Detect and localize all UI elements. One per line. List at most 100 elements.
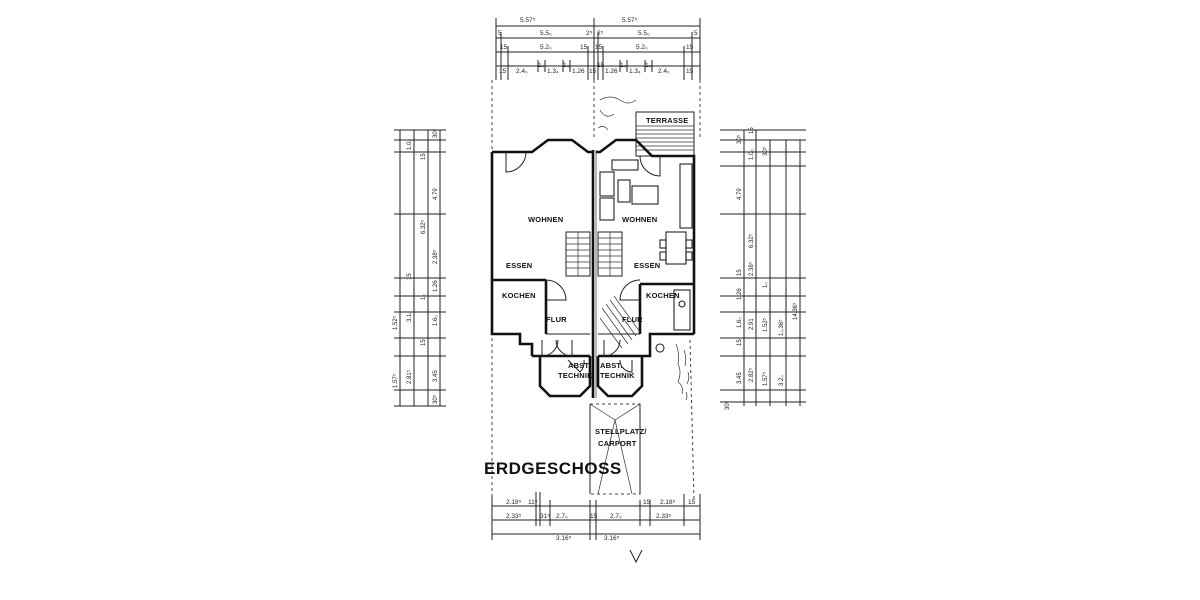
left-dim-7: 2.38⁵ [432, 249, 439, 264]
room-label-kochen-right: KOCHEN [646, 291, 680, 300]
right-dim-9: 1.26 [737, 288, 743, 300]
top-dimension-chains: 5.57⁵ 5.57⁵ 5 5.5₀ 2⁵ 2⁵ 5.5₀ 5 15 5.2₀ … [495, 17, 701, 80]
right-dim-12: 2.91 [749, 318, 755, 330]
doors [505, 151, 661, 373]
top-dim-2b: 5.5₀ [540, 30, 552, 37]
bottom-dim-3b: 3.16⁵ [604, 535, 620, 542]
right-dim-11: 1.6₀ [737, 317, 743, 328]
house-walls [490, 138, 696, 398]
room-label-carport: CARPORT [598, 439, 637, 448]
top-dim-3a: 15 [500, 44, 508, 51]
bottom-dim-2b: 31⁵ [540, 513, 550, 520]
top-dim-3d: 15 [595, 44, 603, 51]
top-dim-4j: 1₀ [620, 62, 627, 69]
left-dim-3: 15 [421, 153, 427, 160]
right-dim-17: 1.57⁵ [762, 371, 769, 386]
top-dim-4f: 1.26 [572, 68, 585, 75]
room-label-abst-left: ABST. [568, 361, 591, 370]
left-dimension-chains: 30⁵ 1.0₀ 15 4.79 6.32⁵ 15 2.38⁵ 1.26 1₀ … [392, 128, 446, 407]
top-dim-4a: 15 [499, 68, 507, 75]
top-dim-2d: 2⁵ [597, 30, 604, 37]
right-dim-21: 30⁵ [724, 400, 731, 410]
left-dim-9: 1₀ [421, 294, 427, 300]
left-dim-16: 1.57⁵ [392, 373, 399, 388]
top-dim-2a: 5 [498, 30, 502, 37]
left-dim-11: 3.1₀ [407, 311, 413, 322]
left-dim-12: 1.6₀ [433, 315, 439, 326]
bottom-dim-1b: 11⁵ [528, 499, 538, 506]
top-dim-3b: 5.2₀ [540, 44, 552, 51]
top-dim-4i: 1.26 [605, 68, 618, 75]
bottom-dim-1e: 15 [688, 499, 696, 506]
left-dim-8: 1.26 [433, 280, 439, 292]
right-dim-7: 15 [737, 269, 743, 276]
top-dim-4e: 1₀ [563, 62, 570, 69]
top-dim-4m: 2.4₀ [658, 68, 670, 75]
top-dim-4l: 1₀ [645, 62, 652, 69]
top-dim-4c: 1₀ [538, 62, 545, 69]
furniture [599, 159, 693, 353]
top-dim-3e: 5.2₀ [636, 44, 648, 51]
right-dim-6: 6.32⁵ [748, 233, 755, 248]
room-label-essen-left: ESSEN [506, 261, 532, 270]
left-dim-2: 1.0₀ [407, 139, 413, 150]
right-dim-14: 15 [737, 339, 743, 346]
top-dim-4b: 2.4₀ [516, 68, 528, 75]
room-label-wohnen-right: WOHNEN [622, 215, 657, 224]
right-dim-2: 15 [749, 127, 755, 134]
left-dim-14: 3.45 [433, 370, 439, 382]
right-dim-19: 14.36⁵ [792, 302, 799, 320]
room-label-kochen-left: KOCHEN [502, 291, 536, 300]
room-labels: WOHNEN WOHNEN ESSEN ESSEN KOCHEN KOCHEN … [502, 215, 680, 380]
right-dim-13: 1.52⁵ [762, 317, 769, 332]
bottom-dim-2a: 2.33⁵ [506, 513, 522, 520]
terrace: TERRASSE [597, 96, 695, 157]
bottom-dim-1c: 15 [643, 499, 651, 506]
top-dim-3f: 15 [686, 44, 694, 51]
top-dim-4n: 15 [686, 68, 694, 75]
right-dim-10: 1₀ [763, 282, 769, 288]
top-dim-2f: 5 [694, 30, 698, 37]
stairs [565, 231, 641, 349]
right-dim-3: 1.0₀ [749, 149, 755, 160]
bottom-dimension-chains: 2.18⁵ 11⁵ 15 2.18⁵ 15 2.33⁵ 31⁵ 2.7₀ 15 … [491, 492, 701, 564]
bottom-dim-2f: 2.33⁵ [656, 513, 672, 520]
left-dim-17: 30⁵ [432, 394, 439, 404]
top-dim-1b: 5.57⁵ [622, 17, 638, 24]
room-label-wohnen-left: WOHNEN [528, 215, 563, 224]
left-dim-10: 1.52⁵ [392, 315, 399, 330]
left-dim-6: 15 [407, 273, 413, 280]
right-dim-15: 3.45 [737, 372, 743, 384]
right-dim-20: 3.2₀ [779, 375, 785, 386]
right-dim-16: 2.82⁵ [748, 367, 755, 382]
right-dim-1: 30⁵ [736, 134, 743, 144]
top-dim-2c: 2⁵ [586, 30, 593, 37]
top-dim-3c: 15 [580, 44, 588, 51]
room-label-technik-right: TECHNIK [600, 371, 635, 380]
bottom-dim-3a: 3.16⁵ [556, 535, 572, 542]
right-dim-18: 1₀.36⁵ [778, 319, 785, 336]
right-dim-8: 2.38⁵ [748, 261, 755, 276]
outside-texture [675, 343, 690, 401]
room-label-terrasse: TERRASSE [646, 116, 688, 125]
bottom-dim-2e: 2.7₀ [610, 513, 622, 520]
left-dim-1: 30⁵ [432, 128, 439, 138]
top-dim-4g: 15 [589, 68, 597, 75]
top-dim-4k: 1.3₄ [629, 68, 641, 75]
room-label-technik-left: TECHNIK [558, 371, 593, 380]
top-dim-4d: 1.3₄ [547, 68, 559, 75]
room-label-essen-right: ESSEN [634, 261, 660, 270]
bottom-dim-2c: 2.7₀ [556, 513, 568, 520]
left-dim-13: 15 [421, 339, 427, 346]
room-label-flur-right: FLUR [622, 315, 643, 324]
left-dim-4: 4.79 [433, 188, 439, 200]
top-dim-1a: 5.57⁵ [520, 17, 536, 24]
room-label-stellplatz: STELLPLATZ/ [595, 427, 647, 436]
carport: STELLPLATZ/ CARPORT [589, 403, 647, 495]
left-dim-5: 6.32⁵ [420, 219, 427, 234]
bottom-dim-1a: 2.18⁵ [506, 499, 522, 506]
top-dim-4h: 15 [597, 62, 605, 69]
bottom-dim-2d: 15 [590, 513, 598, 520]
top-dim-2e: 5.5₀ [638, 30, 650, 37]
